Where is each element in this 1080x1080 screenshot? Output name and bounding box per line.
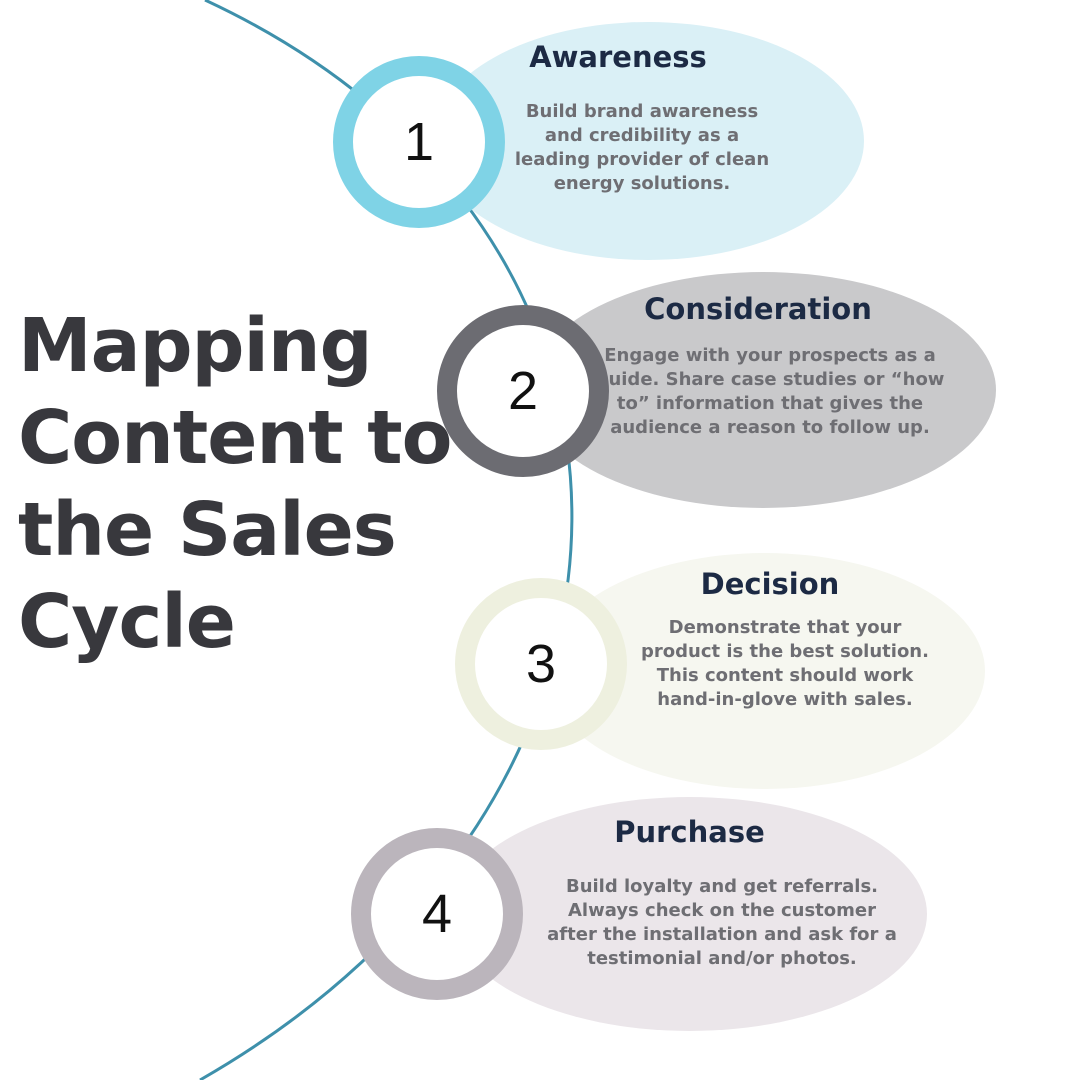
- stage-1-heading: Awareness: [529, 40, 707, 74]
- stage-2-number: 2: [507, 361, 539, 421]
- stage-4-number: 4: [421, 884, 453, 944]
- stage-1-description: Build brand awareness and credibility as…: [482, 100, 802, 196]
- stage-2-number-badge: 2: [437, 305, 609, 477]
- stage-3-number-badge: 3: [455, 578, 627, 750]
- stage-1-description-line: leading provider of clean: [514, 149, 770, 170]
- page-title-line-4: Cycle: [18, 579, 236, 665]
- stage-1-description-line: and credibility as a: [544, 125, 740, 146]
- stage-4-description-line: Always check on the customer: [568, 900, 876, 921]
- stage-4-number-badge: 4: [351, 828, 523, 1000]
- stage-4-description-line: Build loyalty and get referrals.: [565, 876, 879, 897]
- page-title-line-2: Content to: [18, 395, 452, 481]
- stage-3-number: 3: [525, 634, 557, 694]
- stage-4-description: Build loyalty and get referrals. Always …: [537, 875, 907, 971]
- stage-1-number-badge: 1: [333, 56, 505, 228]
- stage-1-description-line: Build brand awareness: [525, 101, 759, 122]
- stage-3-description-line: This content should work: [656, 665, 914, 686]
- stage-2-heading: Consideration: [644, 292, 872, 326]
- stage-3-description: Demonstrate that your product is the bes…: [600, 616, 970, 712]
- stage-3-description-line: Demonstrate that your: [668, 617, 902, 638]
- stage-1-number: 1: [403, 112, 435, 172]
- stage-2-description-line: audience a reason to follow up.: [610, 417, 930, 438]
- page-title: Mapping Content to the Sales Cycle: [18, 300, 452, 668]
- stage-1-bubble: Awareness Build brand awareness and cred…: [432, 22, 864, 260]
- stage-4-heading: Purchase: [614, 815, 765, 849]
- stage-2-bubble: Consideration Engage with your prospects…: [530, 272, 996, 508]
- page-title-line-3: the Sales: [18, 487, 397, 573]
- stage-2-description-line: Engage with your prospects as a: [604, 345, 936, 366]
- stage-2-description-line: to” information that gives the: [616, 393, 924, 414]
- stage-2-description-line: guide. Share case studies or “how: [595, 369, 945, 390]
- stage-3-description-line: product is the best solution.: [641, 641, 929, 662]
- stage-4-bubble: Purchase Build loyalty and get referrals…: [452, 797, 927, 1031]
- stage-3-heading: Decision: [700, 567, 840, 601]
- stage-4-description-line: after the installation and ask for a: [547, 924, 897, 945]
- page-title-line-1: Mapping: [18, 303, 373, 389]
- stage-2-description: Engage with your prospects as a guide. S…: [570, 344, 970, 440]
- stage-3-description-line: hand-in-glove with sales.: [657, 689, 913, 710]
- stage-4-description-line: testimonial and/or photos.: [587, 948, 857, 969]
- stage-1-description-line: energy solutions.: [553, 173, 731, 194]
